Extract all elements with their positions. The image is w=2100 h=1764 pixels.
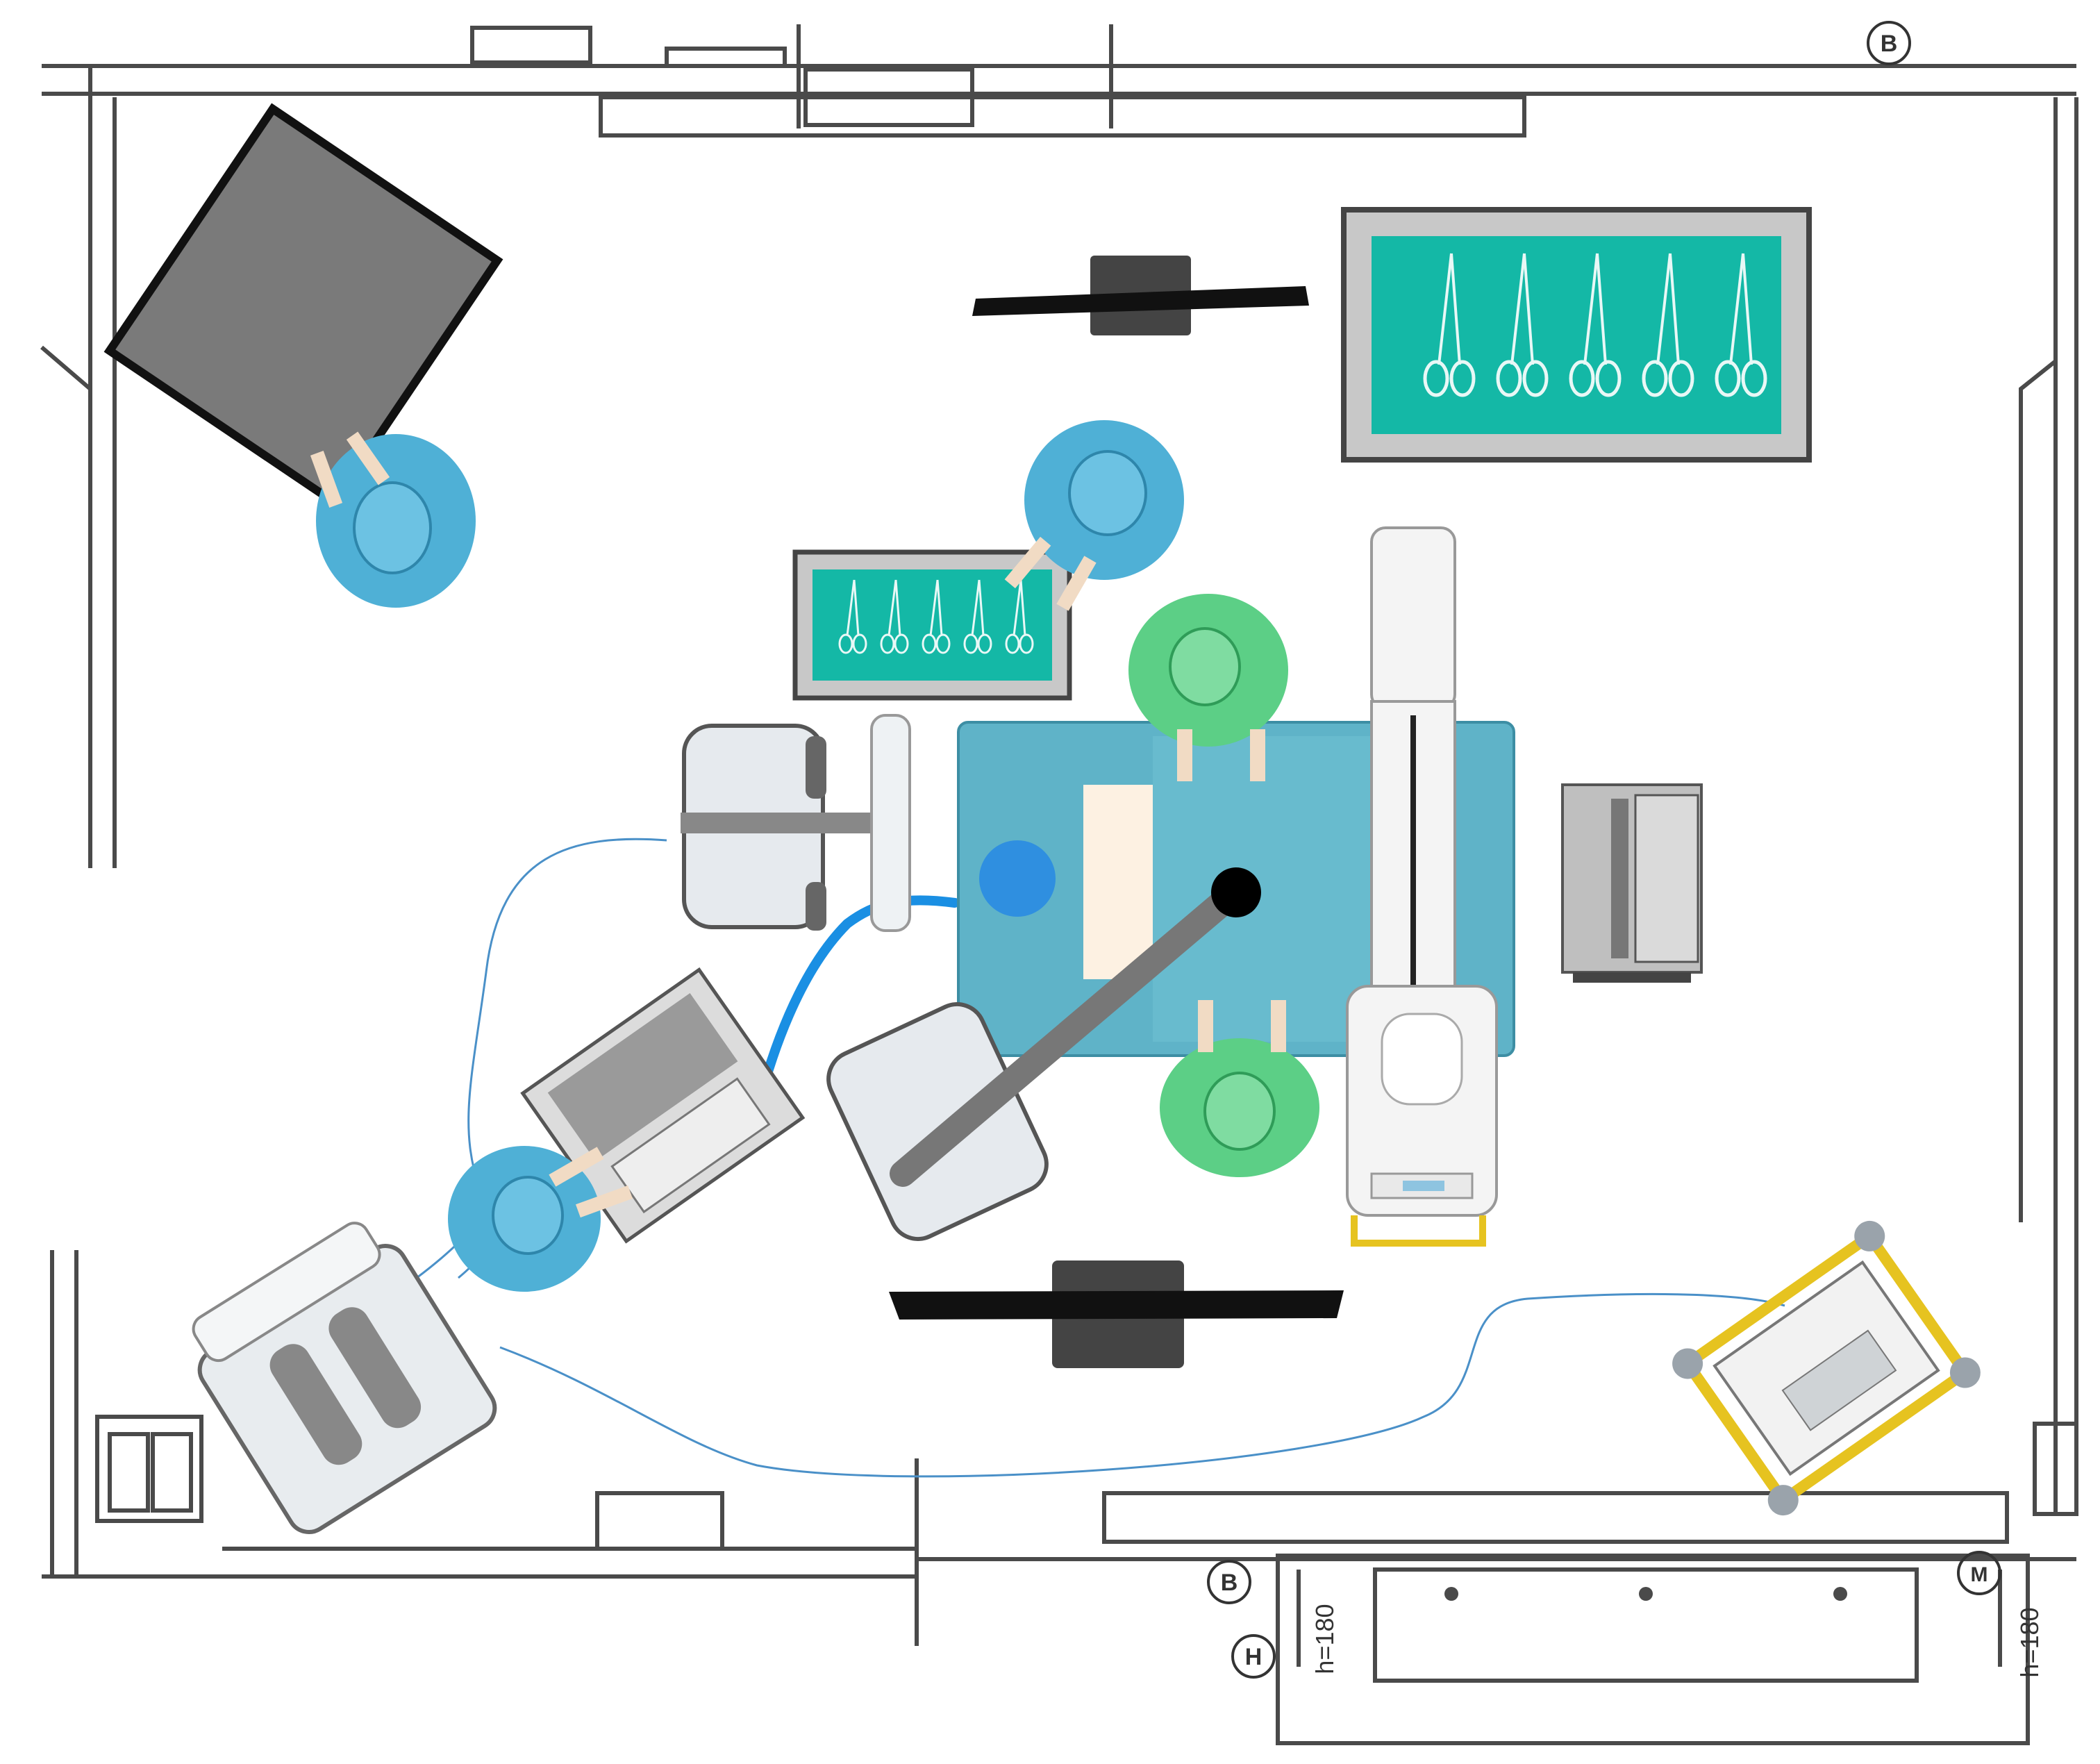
grid-marker-label: B xyxy=(1221,1570,1238,1596)
grid-marker-bottom-h: H xyxy=(1231,1634,1276,1679)
display-screen-top-left xyxy=(103,103,503,508)
anesthesia-cart-bottom-right xyxy=(1672,1220,1981,1516)
dimension-label: h=180 xyxy=(2015,1607,2044,1677)
monitor-bottom xyxy=(889,1260,1344,1368)
staff-blue-top-left xyxy=(310,431,476,608)
vision-cart xyxy=(520,967,806,1244)
c-arm-imaging-unit xyxy=(1346,526,1498,1247)
generator-unit-right xyxy=(1561,783,1703,983)
surgeon-green-top xyxy=(1128,594,1288,781)
patient-head xyxy=(979,840,1056,917)
surgeon-green-bottom xyxy=(1160,1000,1319,1177)
grid-marker-label: B xyxy=(1881,31,1898,57)
monitor-top xyxy=(972,256,1309,335)
staff-blue-bottom-left xyxy=(448,1146,633,1292)
room-walls xyxy=(40,24,2078,1745)
mayo-instrument-tray xyxy=(792,549,1072,701)
dimension-label: h=180 xyxy=(1310,1604,1339,1674)
back-table-instrument-tray xyxy=(1341,207,1812,463)
port-site-marker xyxy=(1211,867,1261,917)
wall-fixtures xyxy=(1444,1587,1847,1601)
grid-marker-bottom-right: M xyxy=(1957,1551,2001,1595)
robotic-arm-cart-left xyxy=(681,714,911,932)
grid-marker-top-right: B xyxy=(1867,21,1911,65)
grid-marker-label: H xyxy=(1245,1644,1262,1670)
surgeon-console xyxy=(192,1222,497,1534)
robotic-arm-cart-bottom xyxy=(826,867,1261,1241)
grid-marker-bottom-b: B xyxy=(1207,1560,1251,1604)
grid-marker-label: M xyxy=(1971,1563,1988,1586)
staff-blue-top-center xyxy=(1004,420,1184,611)
